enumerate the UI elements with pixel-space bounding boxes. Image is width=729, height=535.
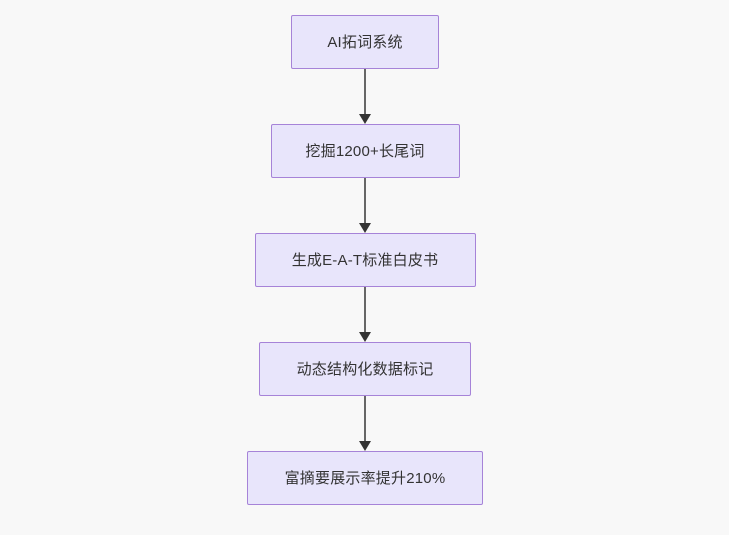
edge-line	[364, 396, 366, 442]
down-arrow-icon	[359, 332, 371, 342]
flowchart-node-4-label: 动态结构化数据标记	[296, 360, 434, 378]
edge-line	[364, 178, 366, 224]
edge-line	[364, 287, 366, 333]
flowchart-node-2-label: 挖掘1200+长尾词	[305, 142, 425, 160]
flowchart-node-column: AI拓词系统 挖掘1200+长尾词 生成E-A-T标准白皮书 动态结构化数据标记	[0, 15, 729, 505]
flowchart-node-5[interactable]: 富摘要展示率提升210%	[247, 451, 483, 505]
flowchart-node-2[interactable]: 挖掘1200+长尾词	[270, 124, 460, 178]
flowchart-node-1-label: AI拓词系统	[327, 33, 403, 51]
down-arrow-icon	[359, 114, 371, 124]
flowchart-edge-1-to-2	[355, 69, 375, 124]
down-arrow-icon	[359, 223, 371, 233]
flowchart-edge-2-to-3	[355, 178, 375, 233]
flowchart-edge-4-to-5	[355, 396, 375, 451]
edge-line	[364, 69, 366, 115]
flowchart-node-5-label: 富摘要展示率提升210%	[284, 469, 446, 487]
flowchart-node-4[interactable]: 动态结构化数据标记	[259, 342, 471, 396]
flowchart-edge-3-to-4	[355, 287, 375, 342]
down-arrow-icon	[359, 441, 371, 451]
flowchart-node-3[interactable]: 生成E-A-T标准白皮书	[254, 233, 476, 287]
flowchart-node-1[interactable]: AI拓词系统	[291, 15, 439, 69]
flowchart-node-3-label: 生成E-A-T标准白皮书	[291, 251, 439, 269]
